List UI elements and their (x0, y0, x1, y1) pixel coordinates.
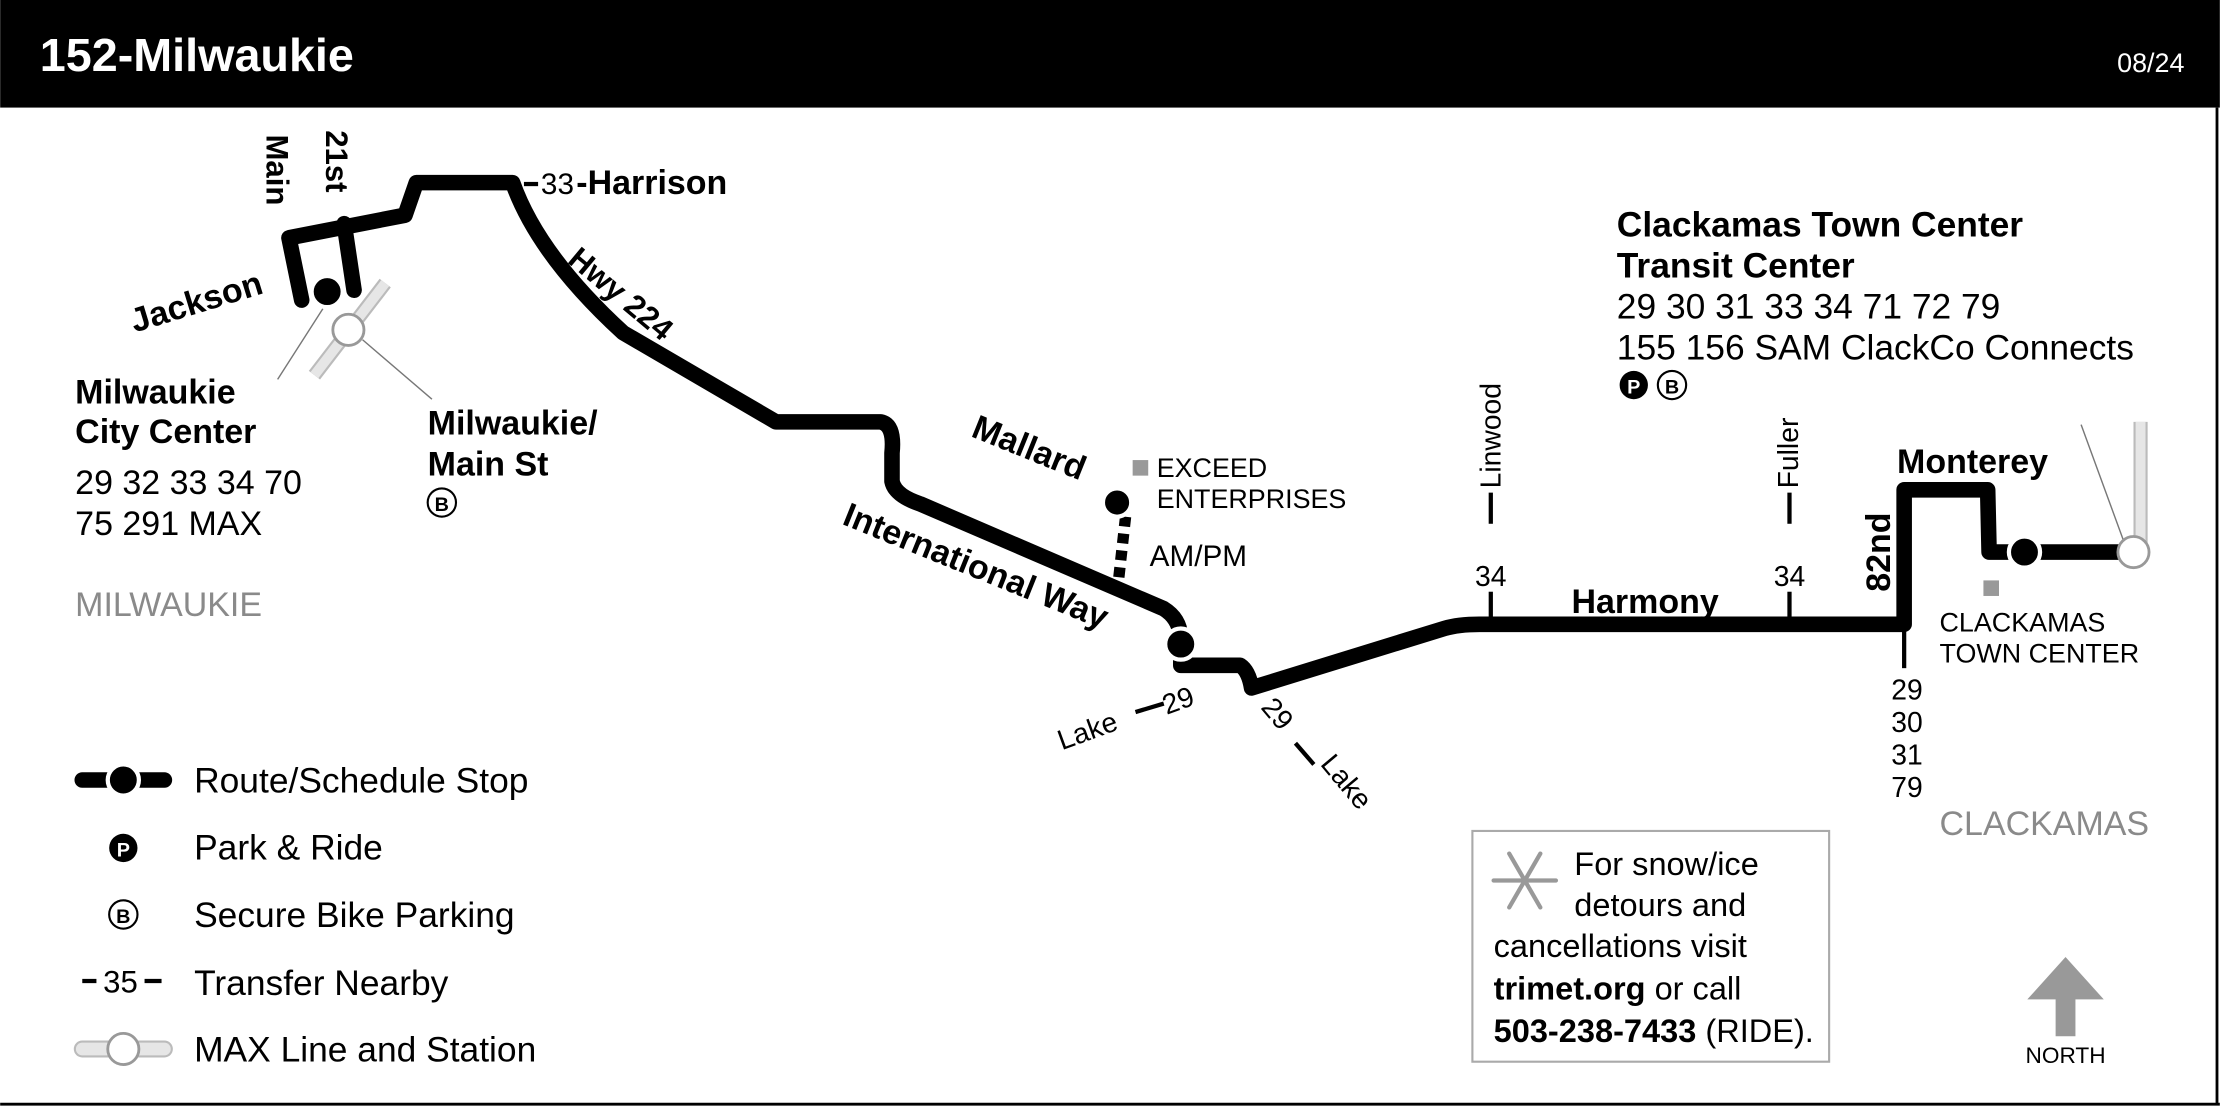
bike-parking-icon-letter: B (435, 494, 449, 516)
notice-text: (RIDE). (1696, 1013, 1814, 1049)
landmark-exceed: EXCEED (1157, 453, 1268, 483)
leader-line (362, 339, 433, 400)
legend-park-ride-label: Park & Ride (194, 828, 383, 867)
transfer-harrison: 33 (541, 168, 574, 201)
place-milwaukie-cc-name: Milwaukie (75, 373, 235, 411)
leader-line (2080, 424, 2125, 542)
landmark-ctc: CLACKAMAS (1940, 607, 2106, 637)
header-bar (0, 0, 2220, 108)
park-ride-icon (109, 833, 138, 863)
bike-parking-icon (1656, 369, 1688, 401)
place-ctc-routes: 29 30 31 33 34 71 72 79 (1617, 288, 2001, 327)
stop-jackson[interactable] (309, 273, 345, 310)
street-fuller: Fuller (1772, 418, 1804, 489)
landmark-ctc: TOWN CENTER (1940, 639, 2140, 669)
notice-text: or call (1646, 970, 1742, 1006)
area-clackamas: CLACKAMAS (1940, 805, 2150, 843)
park-ride-icon-letter: P (117, 839, 130, 861)
north-arrow-icon (2027, 956, 2104, 1037)
bike-parking-icon-letter: B (1665, 377, 1679, 399)
park-ride-icon-letter: P (1627, 377, 1640, 399)
notice-phone-line: 503-238-7433 (RIDE). (1494, 1013, 1814, 1049)
place-ctc-name: Clackamas Town Center (1617, 205, 2024, 244)
street-lake-east: Lake (1315, 748, 1379, 816)
max-station-clackamas[interactable] (2116, 535, 2151, 570)
revision-date: 08/24 (2117, 48, 2184, 78)
landmark-marker (1983, 580, 1999, 596)
legend-max-station-icon (106, 1031, 141, 1066)
legend: Route/Schedule Stop P Park & Ride B Secu… (73, 762, 536, 1070)
place-ctc-routes: 155 156 SAM ClackCo Connects (1617, 329, 2134, 368)
stop-international-way[interactable] (1163, 626, 1199, 662)
transfer-82nd: 30 (1891, 706, 1922, 738)
street-21st: 21st (319, 130, 354, 192)
legend-stop-label: Route/Schedule Stop (194, 762, 528, 801)
route-deviation-ampm (1112, 516, 1132, 582)
place-milwaukie-cc-routes: 29 32 33 34 70 (75, 464, 302, 502)
landmark-marker (1132, 460, 1149, 476)
snowflake-icon (1491, 851, 1559, 910)
place-milwaukie-cc-name: City Center (75, 413, 256, 451)
bike-parking-icon (108, 899, 139, 930)
street-mallard: Mallard (967, 408, 1092, 488)
street-lake-west: Lake (1053, 705, 1122, 756)
transfer-tick (1134, 701, 1165, 715)
max-station-milwaukie-main[interactable] (331, 312, 366, 347)
legend-transfer-label: Transfer Nearby (194, 964, 449, 1003)
street-harmony: Harmony (1571, 583, 1718, 621)
transfer-tick (1293, 741, 1316, 766)
street-main: Main (259, 134, 294, 205)
route-line-21st (336, 215, 362, 298)
transfer-fuller: 34 (1774, 560, 1805, 592)
bike-parking-icon-letter: B (116, 906, 130, 928)
snow-notice: For snow/ice detours and cancellations v… (1471, 829, 1831, 1063)
park-ride-icon (1619, 370, 1648, 400)
transfer-lake-east: 29 (1255, 691, 1300, 736)
legend-transfer-sample: 35 (103, 964, 138, 999)
legend-stop-icon (105, 762, 142, 798)
transfer-82nd: 31 (1891, 738, 1922, 770)
stop-clackamas-town-center[interactable] (2006, 534, 2043, 570)
transfer-lake-west: 29 (1158, 680, 1199, 721)
trimet-link[interactable]: trimet.org (1494, 970, 1646, 1006)
phone-number[interactable]: 503-238-7433 (1494, 1013, 1697, 1049)
place-milwaukie-cc-routes: 75 291 MAX (75, 505, 262, 543)
notice-text: cancellations visit (1494, 928, 1747, 964)
stop-mallard[interactable] (1100, 486, 1134, 519)
street-monterey: Monterey (1897, 443, 2048, 481)
place-milwaukie-main-name: Milwaukie/ (428, 405, 598, 443)
north-label: NORTH (2026, 1043, 2106, 1068)
notice-text: For snow/ice (1574, 846, 1759, 882)
street-linwood: Linwood (1475, 383, 1507, 488)
leader-line (277, 308, 324, 380)
transfer-82nd: 79 (1891, 771, 1922, 803)
place-ctc-name: Transit Center (1617, 246, 1855, 285)
area-milwaukie: MILWAUKIE (75, 586, 262, 624)
transfer-82nd: 29 (1891, 673, 1922, 705)
place-milwaukie-main-name: Main St (428, 446, 549, 484)
street-harrison: -Harrison (576, 164, 727, 202)
street-82nd: 82nd (1860, 512, 1898, 591)
transfer-linwood: 34 (1475, 560, 1506, 592)
route-line (281, 174, 2139, 696)
label-ampm: AM/PM (1150, 540, 1247, 573)
legend-bike-label: Secure Bike Parking (194, 896, 515, 935)
legend-max-label: MAX Line and Station (194, 1031, 536, 1070)
bike-parking-icon (426, 487, 458, 518)
street-jackson: Jackson (126, 264, 267, 340)
route-title: 152-Milwaukie (40, 29, 354, 81)
landmark-exceed: ENTERPRISES (1157, 484, 1347, 514)
notice-link-line: trimet.org or call (1494, 970, 1742, 1006)
notice-text: detours and (1574, 887, 1746, 923)
